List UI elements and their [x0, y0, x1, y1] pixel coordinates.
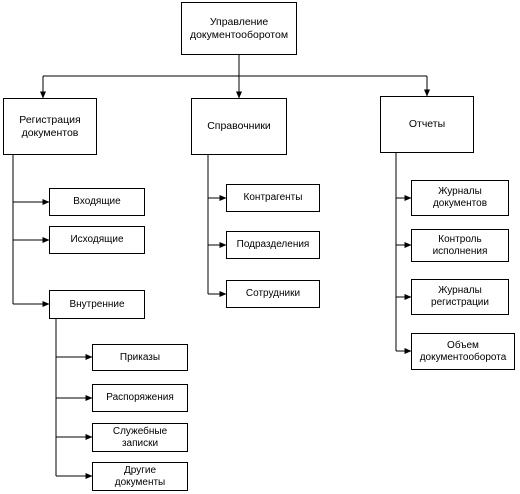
reports-node-label: Отчеты — [408, 118, 446, 130]
incoming-node-label: Входящие — [73, 196, 121, 207]
registration-journals-node: Журналы регистрации — [411, 279, 509, 315]
orders-node-label: Приказы — [119, 351, 161, 363]
departments-node: Подразделения — [226, 231, 320, 259]
root-node: Управление документооборотом — [181, 2, 297, 55]
employees-node-label: Сотрудники — [245, 288, 301, 299]
execution-control-node-label: Контроль исполнения — [432, 233, 488, 257]
registration-journals-node-label: Журналы регистрации — [431, 285, 489, 308]
memos-node: Служебные записки — [92, 423, 188, 452]
references-node-label: Справочники — [207, 120, 271, 132]
outgoing-node-label: Исходящие — [70, 234, 124, 245]
workflow-volume-node: Объем документооборота — [411, 333, 515, 370]
memos-node-label: Служебные записки — [112, 425, 168, 449]
incoming-node: Входящие — [49, 188, 145, 216]
contractors-node: Контрагенты — [226, 184, 320, 212]
document-journals-node-label: Журналы документов — [432, 186, 488, 209]
contractors-node-label: Контрагенты — [243, 192, 303, 203]
outgoing-node: Исходящие — [49, 226, 145, 254]
root-node-label: Управление документооборотом — [189, 15, 289, 41]
employees-node: Сотрудники — [226, 280, 320, 308]
departments-node-label: Подразделения — [236, 239, 310, 250]
references-node: Справочники — [191, 98, 287, 155]
directives-node: Распоряжения — [92, 384, 188, 412]
other-documents-node-label: Другие документы — [114, 464, 166, 488]
directives-node-label: Распоряжения — [106, 392, 174, 403]
reports-node: Отчеты — [380, 96, 474, 153]
other-documents-node: Другие документы — [92, 462, 188, 491]
orders-node: Приказы — [92, 344, 188, 371]
workflow-volume-node-label: Объем документооборота — [419, 339, 507, 363]
registration-node: Регистрация документов — [3, 98, 97, 155]
document-journals-node: Журналы документов — [411, 180, 509, 216]
registration-node-label: Регистрация документов — [19, 113, 81, 139]
internal-node: Внутренние — [49, 290, 145, 319]
execution-control-node: Контроль исполнения — [411, 229, 509, 262]
internal-node-label: Внутренние — [69, 298, 125, 310]
